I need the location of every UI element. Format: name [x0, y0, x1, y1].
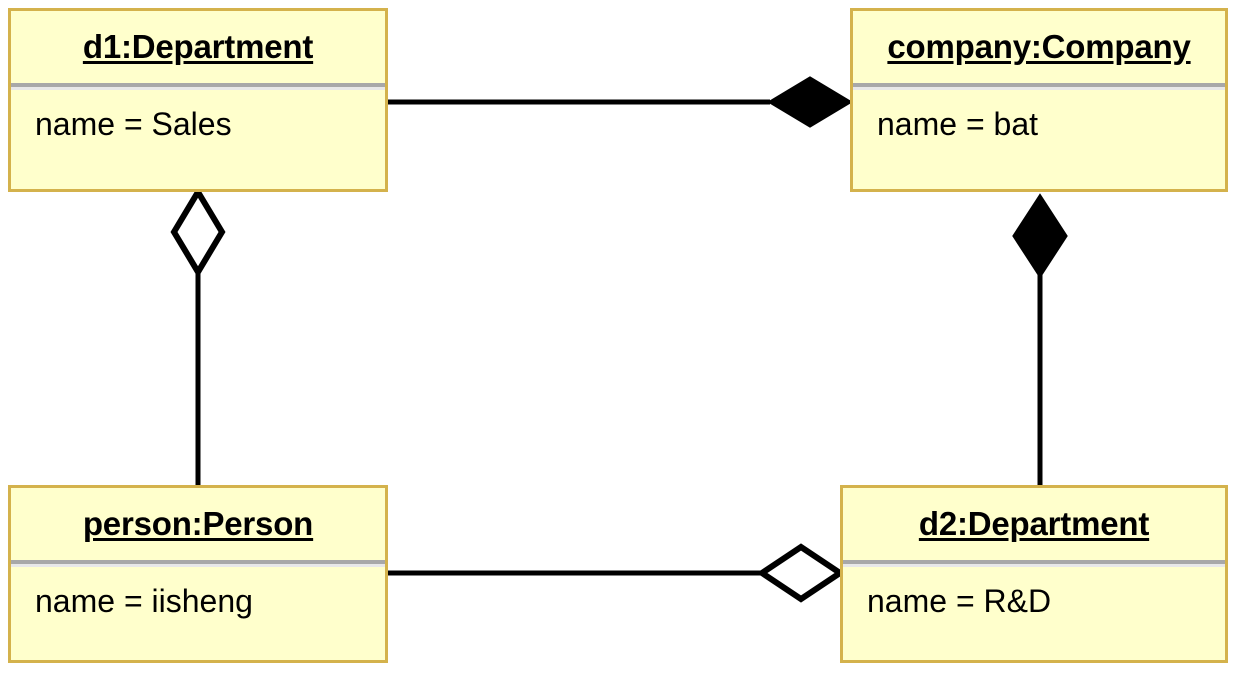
- object-title: d2:Department: [918, 505, 1150, 542]
- object-title-row: person:Person: [11, 488, 385, 560]
- object-title-row: company:Company: [853, 11, 1225, 83]
- object-title-row: d1:Department: [11, 11, 385, 83]
- object-title: person:Person: [82, 505, 314, 542]
- object-box-d1[interactable]: d1:Department name = Sales: [8, 8, 388, 192]
- object-attributes: name = R&D: [843, 567, 1225, 660]
- object-box-company[interactable]: company:Company name = bat: [850, 8, 1228, 192]
- relationship-d2-person[interactable]: [388, 543, 846, 603]
- object-attributes: name = iisheng: [11, 567, 385, 660]
- object-separator: [11, 560, 385, 567]
- relationship-company-d1[interactable]: [388, 76, 853, 128]
- object-title: company:Company: [887, 28, 1191, 65]
- hollow-diamond-icon: [170, 186, 226, 278]
- relationship-company-d2[interactable]: [1012, 193, 1068, 485]
- object-title: d1:Department: [82, 28, 314, 65]
- object-box-d2[interactable]: d2:Department name = R&D: [840, 485, 1228, 663]
- object-attribute: name = R&D: [867, 583, 1052, 619]
- object-attributes: name = bat: [853, 90, 1225, 189]
- object-attributes: name = Sales: [11, 90, 385, 189]
- object-title-row: d2:Department: [843, 488, 1225, 560]
- object-separator: [843, 560, 1225, 567]
- object-attribute: name = Sales: [35, 106, 232, 142]
- object-attribute: name = iisheng: [35, 583, 253, 619]
- filled-diamond-icon: [767, 76, 853, 128]
- hollow-diamond-icon: [756, 543, 846, 603]
- filled-diamond-icon: [1012, 193, 1068, 279]
- object-separator: [853, 83, 1225, 90]
- relationship-d1-person[interactable]: [170, 186, 226, 485]
- object-separator: [11, 83, 385, 90]
- object-attribute: name = bat: [877, 106, 1038, 142]
- object-box-person[interactable]: person:Person name = iisheng: [8, 485, 388, 663]
